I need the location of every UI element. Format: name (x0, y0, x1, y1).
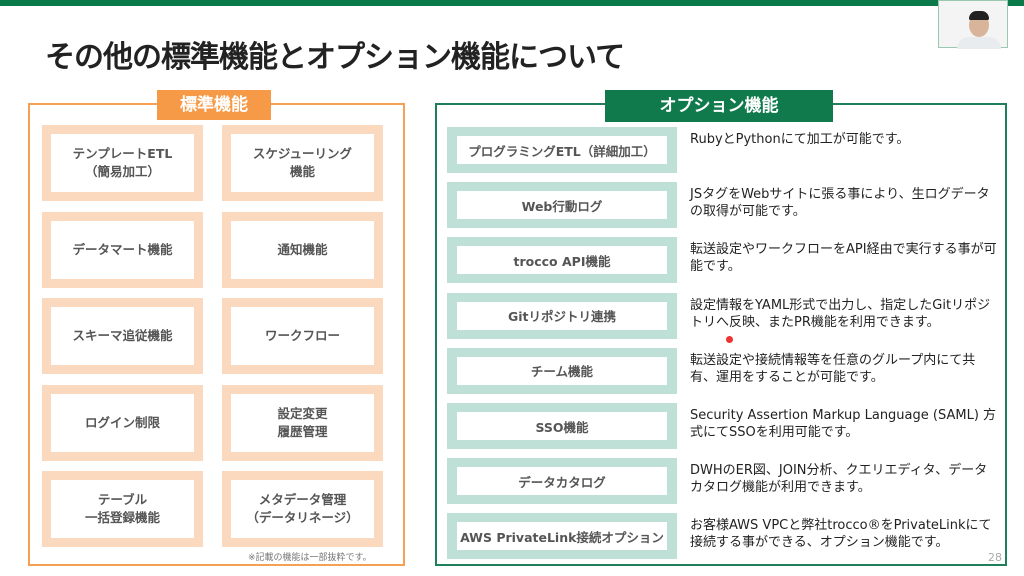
standard-feature-card: 設定変更 履歴管理 (222, 384, 383, 461)
option-feature-description: 転送設定や接続情報等を任意のグループ内にて共有、運用をすることが可能です。 (690, 352, 976, 385)
webcam-thumbnail (938, 0, 1008, 49)
option-feature-card: チーム機能 (447, 347, 677, 394)
standard-feature-name: テーブル 一括登録機能 (51, 480, 194, 538)
option-feature-description: 設定情報をYAML形式で出力し、指定したGitリポジトリへ反映、またPR機能を利… (690, 297, 991, 330)
standard-feature-card: ログイン制限 (42, 384, 203, 461)
option-feature-card: SSO機能 (447, 403, 677, 449)
option-feature-card: プログラミングETL（詳細加工） (447, 127, 677, 173)
standard-feature-card: スキーマ追従機能 (42, 298, 203, 374)
option-feature-row: プログラミングETL（詳細加工） RubyとPythonにて加工が可能です。 (447, 127, 1007, 173)
standard-feature-card: 通知機能 (222, 211, 383, 288)
standard-feature-card: メタデータ管理 （データリネージ） (222, 471, 383, 547)
option-feature-name: trocco API機能 (457, 246, 667, 275)
footnote: ※記載の機能は一部抜粋です。 (248, 553, 372, 563)
option-feature-name: Web行動ログ (457, 191, 667, 220)
option-feature-description: 転送設定やワークフローをAPI経由で実行する事が可能です。 (690, 242, 997, 275)
standard-feature-card: テーブル 一括登録機能 (42, 471, 203, 547)
option-feature-card: Gitリポジトリ連携 (447, 292, 677, 339)
option-feature-card: AWS PrivateLink接続オプション (447, 513, 677, 560)
page-number: 28 (988, 551, 1002, 564)
standard-feature-card: テンプレートETL （簡易加工） (42, 125, 203, 201)
top-accent-bar (0, 0, 1024, 6)
slide-title: その他の標準機能とオプション機能について (45, 40, 625, 75)
standard-feature-card: データマート機能 (42, 211, 203, 288)
option-feature-name: チーム機能 (457, 356, 667, 385)
option-feature-row: データカタログ DWHのER図、JOIN分析、クエリエディタ、データカタログ機能が… (447, 458, 1007, 505)
standard-feature-name: データマート機能 (51, 220, 194, 279)
option-feature-description: RubyとPythonにて加工が可能です。 (690, 132, 910, 147)
option-feature-row: Web行動ログ JSタグをWebサイトに張る事により、生ログデータの取得が可能です… (447, 182, 1007, 229)
option-feature-name: SSO機能 (457, 412, 667, 440)
option-feature-card: Web行動ログ (447, 182, 677, 229)
option-feature-card: trocco API機能 (447, 237, 677, 284)
standard-feature-card: スケジューリング 機能 (222, 125, 383, 201)
standard-feature-name: ワークフロー (231, 307, 374, 365)
standard-feature-name: ログイン制限 (51, 393, 194, 452)
option-feature-row: trocco API機能転送設定やワークフローをAPI経由で実行する事が可能です… (447, 237, 1007, 284)
option-feature-name: Gitリポジトリ連携 (457, 301, 667, 330)
standard-feature-name: 設定変更 履歴管理 (231, 393, 374, 452)
option-feature-description: JSタグをWebサイトに張る事により、生ログデータの取得が可能です。 (690, 187, 990, 220)
option-feature-row: Gitリポジトリ連携設定情報をYAML形式で出力し、指定したGitリポジトリへ反… (447, 292, 1007, 339)
option-feature-row: AWS PrivateLink接続オプションお客様AWS VPCと弊社trocc… (447, 513, 1007, 560)
standard-feature-name: スキーマ追従機能 (51, 307, 194, 365)
option-feature-description: DWHのER図、JOIN分析、クエリエディタ、データカタログ機能が利用できます。 (690, 463, 988, 496)
option-feature-card: データカタログ (447, 458, 677, 505)
standard-feature-card: ワークフロー (222, 298, 383, 374)
standard-feature-name: メタデータ管理 （データリネージ） (231, 480, 374, 538)
standard-features-label: 標準機能 (157, 90, 271, 120)
option-feature-row: SSO機能 Security Assertion Markup Language … (447, 403, 1007, 449)
option-feature-description: お客様AWS VPCと弊社trocco®をPrivateLinkにて接続する事が… (690, 518, 992, 551)
laser-pointer (726, 336, 733, 343)
standard-feature-name: スケジューリング 機能 (231, 134, 374, 192)
option-feature-name: プログラミングETL（詳細加工） (457, 136, 667, 164)
option-feature-name: データカタログ (457, 467, 667, 496)
option-feature-row: チーム機能転送設定や接続情報等を任意のグループ内にて共有、運用をすることが可能で… (447, 347, 1007, 394)
option-feature-description: Security Assertion Markup Language (SAML… (690, 408, 997, 440)
option-features-label: オプション機能 (605, 90, 833, 122)
standard-feature-name: 通知機能 (231, 220, 374, 279)
option-feature-name: AWS PrivateLink接続オプション (457, 522, 667, 551)
standard-feature-name: テンプレートETL （簡易加工） (51, 134, 194, 192)
